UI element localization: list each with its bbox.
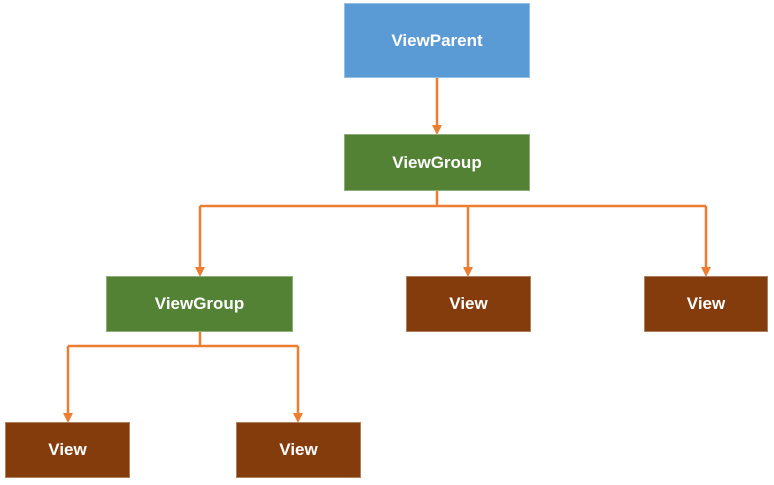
view-bottom-right-node: View (236, 422, 361, 478)
view-parent-node: ViewParent (344, 3, 530, 78)
view-bottom-left-node: View (5, 422, 130, 478)
view-group-top-node: ViewGroup (344, 134, 530, 191)
view-mid-label: View (449, 294, 488, 313)
view-parent-label: ViewParent (391, 30, 483, 50)
view-right-label: View (686, 294, 726, 313)
view-bottom-right-label: View (279, 440, 318, 459)
view-mid-node: View (406, 276, 531, 332)
view-group-mid-node: ViewGroup (106, 276, 293, 332)
view-bottom-left-label: View (48, 440, 87, 459)
view-right-node: View (644, 276, 768, 332)
view-group-top-label: ViewGroup (392, 152, 482, 172)
view-group-mid-label: ViewGroup (154, 294, 245, 313)
